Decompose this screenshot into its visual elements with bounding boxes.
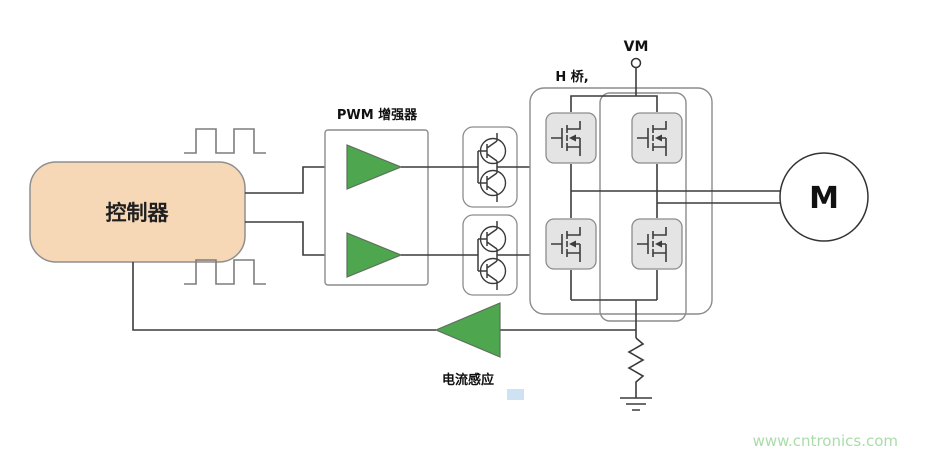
amp-triangle-bottom: [346, 232, 403, 278]
vm-label: VM: [624, 39, 649, 55]
wire-feedback-to-controller: [132, 262, 436, 331]
motor-label: M: [809, 181, 839, 216]
pwm-waveform-bottom: [184, 259, 266, 285]
controller-label: 控制器: [106, 201, 170, 225]
highlight-artifact: [507, 389, 524, 400]
motor-circle: [779, 152, 869, 242]
mosfet-bottom-right: [631, 218, 683, 270]
watermark-text: www.cntronics.com: [753, 432, 898, 450]
mosfet-top-right: [631, 112, 683, 164]
wire-bottom-rail: [570, 270, 658, 301]
vm-terminal: [630, 57, 642, 69]
ground-symbol: [620, 397, 652, 411]
push-pull-stage-bottom: [461, 214, 519, 296]
h-bridge-label: H 桥,: [555, 69, 588, 85]
sense-resistor: [627, 337, 645, 398]
mosfet-bottom-left: [545, 218, 597, 270]
push-pull-stage-top: [461, 126, 519, 208]
controller-block: [29, 161, 246, 263]
h-bridge-inner-box: [599, 92, 687, 322]
pwm-waveform-top: [184, 128, 266, 154]
pwm-booster-label: PWM 增强器: [337, 107, 418, 123]
mosfet-top-left: [545, 112, 597, 164]
current-sense-label: 电流感应: [442, 372, 494, 388]
current-sense-amp-triangle: [434, 302, 501, 358]
amp-triangle-top: [346, 144, 403, 190]
wire-top-rail: [570, 95, 658, 112]
